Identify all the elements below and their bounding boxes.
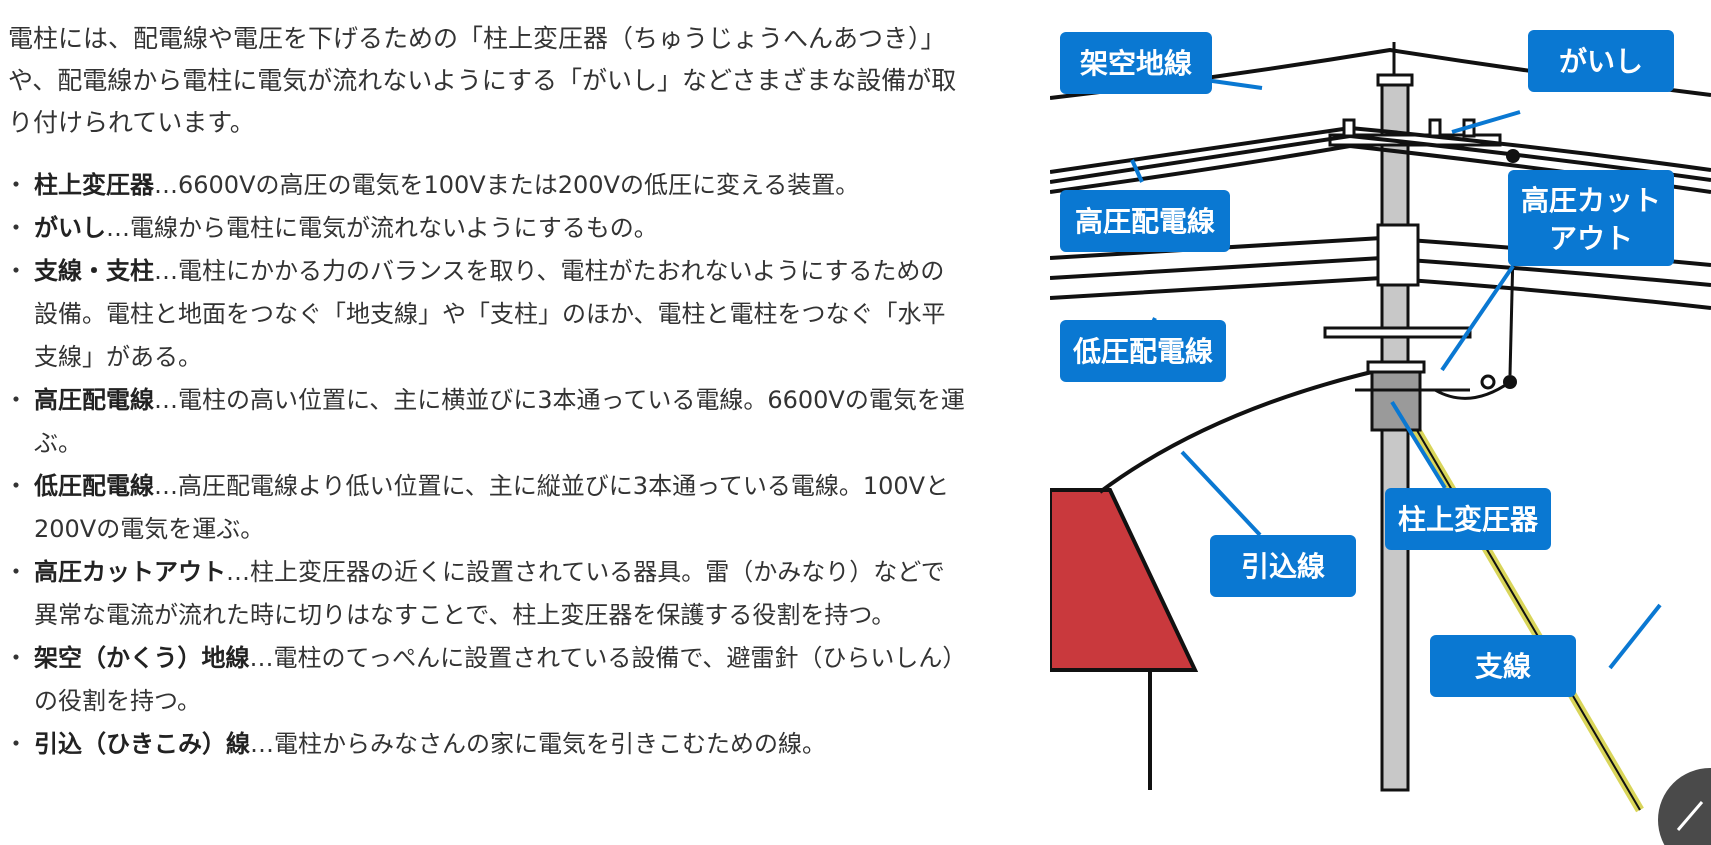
- item-term: 高圧配電線: [34, 386, 154, 414]
- svg-text:がいし: がいし: [1559, 45, 1643, 78]
- arrow-up-icon: [1676, 801, 1704, 831]
- utility-pole-diagram: 架空地線 がいし 高圧配電線 高圧カット アウト 低圧配電線 柱上変圧器 引込線: [1050, 20, 1711, 845]
- utility-pole-illustration: 架空地線 がいし 高圧配電線 高圧カット アウト 低圧配電線 柱上変圧器 引込線: [1050, 30, 1711, 845]
- item-term: 支線・支柱: [34, 257, 154, 285]
- callout-high-voltage-line: 高圧配電線: [1060, 190, 1230, 252]
- callout-pole-transformer: 柱上変圧器: [1385, 488, 1551, 550]
- cutout-fuse: [1480, 374, 1496, 390]
- text-column: 電柱には、配電線や電圧を下げるための「柱上変圧器（ちゅうじょうへんあつき）」や、…: [4, 18, 968, 766]
- lower-crossarm: [1323, 326, 1472, 339]
- intro-paragraph: 電柱には、配電線や電圧を下げるための「柱上変圧器（ちゅうじょうへんあつき）」や、…: [8, 24, 957, 137]
- cutout-fuse: [1503, 375, 1517, 389]
- transformer-lid: [1366, 360, 1426, 374]
- item-description: …電柱にかかる力のバランスを取り、電柱がたおれないようにするための設備。電柱と地…: [34, 257, 946, 371]
- list-item: 架空（かくう）地線…電柱のてっぺんに設置されている設備で、避雷針（ひらいしん）の…: [4, 637, 968, 723]
- cutout-lead: [1434, 380, 1511, 400]
- svg-text:支線: 支線: [1475, 650, 1531, 683]
- item-term: 柱上変圧器: [34, 171, 154, 199]
- callout-overhead-ground-wire: 架空地線: [1060, 32, 1212, 94]
- svg-text:架空地線: 架空地線: [1080, 47, 1192, 80]
- item-description: …電柱からみなさんの家に電気を引きこむための線。: [250, 730, 826, 758]
- list-item: 引込（ひきこみ）線…電柱からみなさんの家に電気を引きこむための線。: [4, 723, 968, 766]
- insulator-shape: [1428, 118, 1442, 138]
- house-roof: [1050, 488, 1199, 672]
- leader-line: [1130, 159, 1144, 183]
- item-term: 架空（かくう）地線: [34, 644, 250, 672]
- item-description: …電柱のてっぺんに設置されている設備で、避雷針（ひらいしん）の役割を持つ。: [34, 644, 967, 715]
- item-description: …高圧配電線より低い位置に、主に縦並びに3本通っている電線。100Vと200Vの…: [34, 472, 950, 543]
- item-description: …電柱の高い位置に、主に横並びに3本通っている電線。6600Vの電気を運ぶ。: [34, 386, 965, 457]
- list-item: がいし…電線から電柱に電気が流れないようにするもの。: [4, 207, 968, 250]
- svg-text:アウト: アウト: [1549, 222, 1633, 255]
- pole-top-cap: [1376, 73, 1414, 87]
- callout-service-drop: 引込線: [1210, 535, 1356, 597]
- cutout-top: [1506, 149, 1520, 163]
- callout-low-voltage-line: 低圧配電線: [1060, 320, 1226, 382]
- item-description: …電線から電柱に電気が流れないようにするもの。: [106, 214, 658, 242]
- low-voltage-bracket: [1376, 223, 1420, 287]
- item-term: 引込（ひきこみ）線: [34, 730, 250, 758]
- leader-line: [1390, 400, 1447, 490]
- service-drop-wire: [1098, 368, 1381, 494]
- guy-wire-outline: [1404, 409, 1641, 811]
- item-description: …6600Vの高圧の電気を100Vまたは200Vの低圧に変える装置。: [154, 171, 860, 199]
- list-item: 高圧配電線…電柱の高い位置に、主に横並びに3本通っている電線。6600Vの電気を…: [4, 379, 968, 465]
- leader-line: [1608, 603, 1662, 670]
- list-item: 高圧カットアウト…柱上変圧器の近くに設置されている器具。雷（かみなり）などで異常…: [4, 551, 968, 637]
- svg-text:高圧カット: 高圧カット: [1521, 184, 1661, 217]
- svg-text:低圧配電線: 低圧配電線: [1072, 335, 1213, 368]
- pole-transformer: [1370, 368, 1422, 432]
- item-description: …柱上変圧器の近くに設置されている器具。雷（かみなり）などで異常な電流が流れた時…: [34, 558, 945, 629]
- list-item: 低圧配電線…高圧配電線より低い位置に、主に縦並びに3本通っている電線。100Vと…: [4, 465, 968, 551]
- svg-text:柱上変圧器: 柱上変圧器: [1398, 503, 1539, 536]
- leader-line: [1451, 110, 1521, 134]
- leader-line: [1180, 450, 1262, 537]
- scroll-top-button[interactable]: [1658, 768, 1711, 845]
- callout-guy-wire: 支線: [1430, 635, 1576, 697]
- item-term: がいし: [34, 214, 106, 242]
- callout-high-voltage-cutout: 高圧カット アウト: [1508, 170, 1674, 266]
- list-item: 柱上変圧器…6600Vの高圧の電気を100Vまたは200Vの低圧に変える装置。: [4, 164, 968, 207]
- insulator-shape: [1342, 118, 1356, 138]
- utility-pole: [1380, 78, 1410, 792]
- item-term: 低圧配電線: [34, 472, 154, 500]
- equipment-list: 柱上変圧器…6600Vの高圧の電気を100Vまたは200Vの低圧に変える装置。 …: [4, 164, 968, 766]
- leader-line: [1440, 264, 1515, 372]
- item-term: 高圧カットアウト: [34, 558, 226, 586]
- svg-text:引込線: 引込線: [1241, 550, 1325, 583]
- list-item: 支線・支柱…電柱にかかる力のバランスを取り、電柱がたおれないようにするための設備…: [4, 250, 968, 379]
- callout-insulator: がいし: [1528, 30, 1674, 92]
- svg-text:高圧配電線: 高圧配電線: [1075, 205, 1215, 238]
